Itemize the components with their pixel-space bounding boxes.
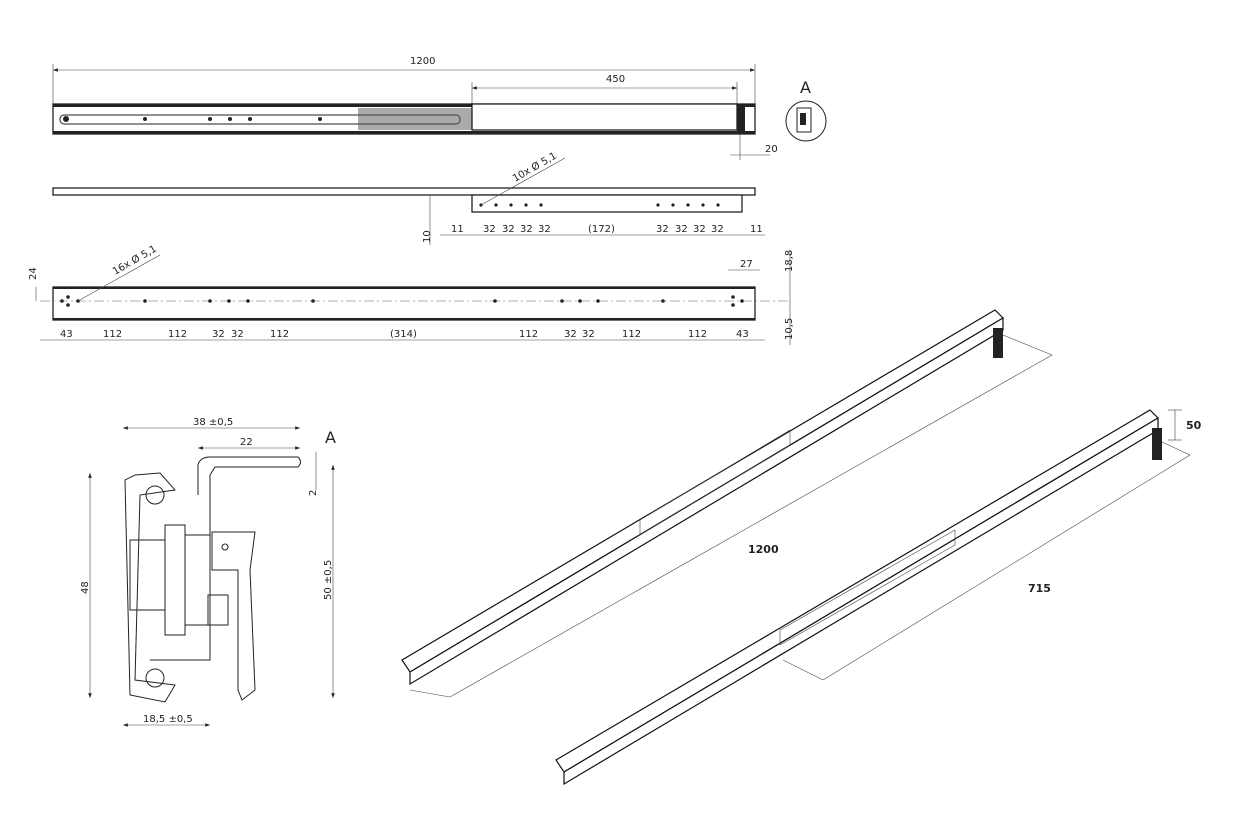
dim-spacing: 112 [688, 329, 707, 340]
dim-total-height: 50 ±0,5 [323, 560, 334, 600]
dim-bottom-offset: 10,5 [784, 318, 795, 340]
dim-body-width: 18,5 ±0,5 [143, 714, 193, 725]
dim-width: 24 [28, 267, 39, 280]
dim-end-spacing: 27 [740, 259, 753, 270]
dim-spacing: 32 [231, 329, 244, 340]
detail-a-callout-circle [785, 100, 827, 142]
dim-spacing: (314) [390, 329, 417, 340]
dim-stroke-length: 715 [1028, 582, 1051, 595]
dim-lever-thickness: 2 [308, 490, 319, 496]
hole-callout-10x: 10x Ø 5,1 [511, 150, 559, 185]
dim-spacing: 112 [622, 329, 641, 340]
top-view: 1200 450 20 A [52, 56, 827, 160]
dim-spacing: 11 [750, 224, 763, 235]
dim-spacing: 32 [564, 329, 577, 340]
dim-spacing: 11 [451, 224, 464, 235]
dim-spacing: 43 [736, 329, 749, 340]
dim-spacing: 32 [538, 224, 551, 235]
dim-spacing: 112 [519, 329, 538, 340]
dim-top-offset: 18,8 [784, 250, 795, 272]
side-view: 10x Ø 5,1 10 11 32 32 32 32 (172) 32 32 … [52, 150, 765, 245]
dim-total-width: 38 ±0,5 [193, 417, 233, 428]
dim-lever-length: 22 [240, 437, 253, 448]
dim-spacing: 112 [270, 329, 289, 340]
dim-body-height: 48 [80, 581, 91, 594]
detail-a-marker: A [800, 78, 811, 97]
dim-spacing: 112 [168, 329, 187, 340]
dim-extension-length: 450 [606, 74, 625, 85]
dim-spacing: 112 [103, 329, 122, 340]
detail-a-title: A [325, 428, 336, 447]
detail-a-section: 38 ±0,5 22 A 2 48 50 ±0,5 18,5 ±0,5 [80, 417, 336, 727]
dim-spacing: 32 [520, 224, 533, 235]
dim-spacing: (172) [588, 224, 615, 235]
dim-height-offset: 10 [422, 230, 433, 243]
dim-closed-length: 1200 [748, 543, 779, 556]
isometric-view: 1200 715 50 [401, 309, 1202, 786]
dim-spacing: 32 [711, 224, 724, 235]
dim-spacing: 32 [582, 329, 595, 340]
dim-spacing: 32 [212, 329, 225, 340]
dim-spacing: 32 [656, 224, 669, 235]
dim-overall-length: 1200 [410, 56, 435, 67]
dim-spacing: 32 [693, 224, 706, 235]
dim-end-offset: 20 [765, 144, 778, 155]
bottom-view: 16x Ø 5,1 24 27 18,8 10,5 43 112 112 32 … [28, 243, 795, 345]
dim-spacing: 32 [483, 224, 496, 235]
dim-spacing: 32 [675, 224, 688, 235]
dim-spacing: 32 [502, 224, 515, 235]
dim-spacing: 43 [60, 329, 73, 340]
hole-callout-16x: 16x Ø 5,1 [111, 243, 159, 278]
dim-height: 50 [1186, 419, 1202, 432]
